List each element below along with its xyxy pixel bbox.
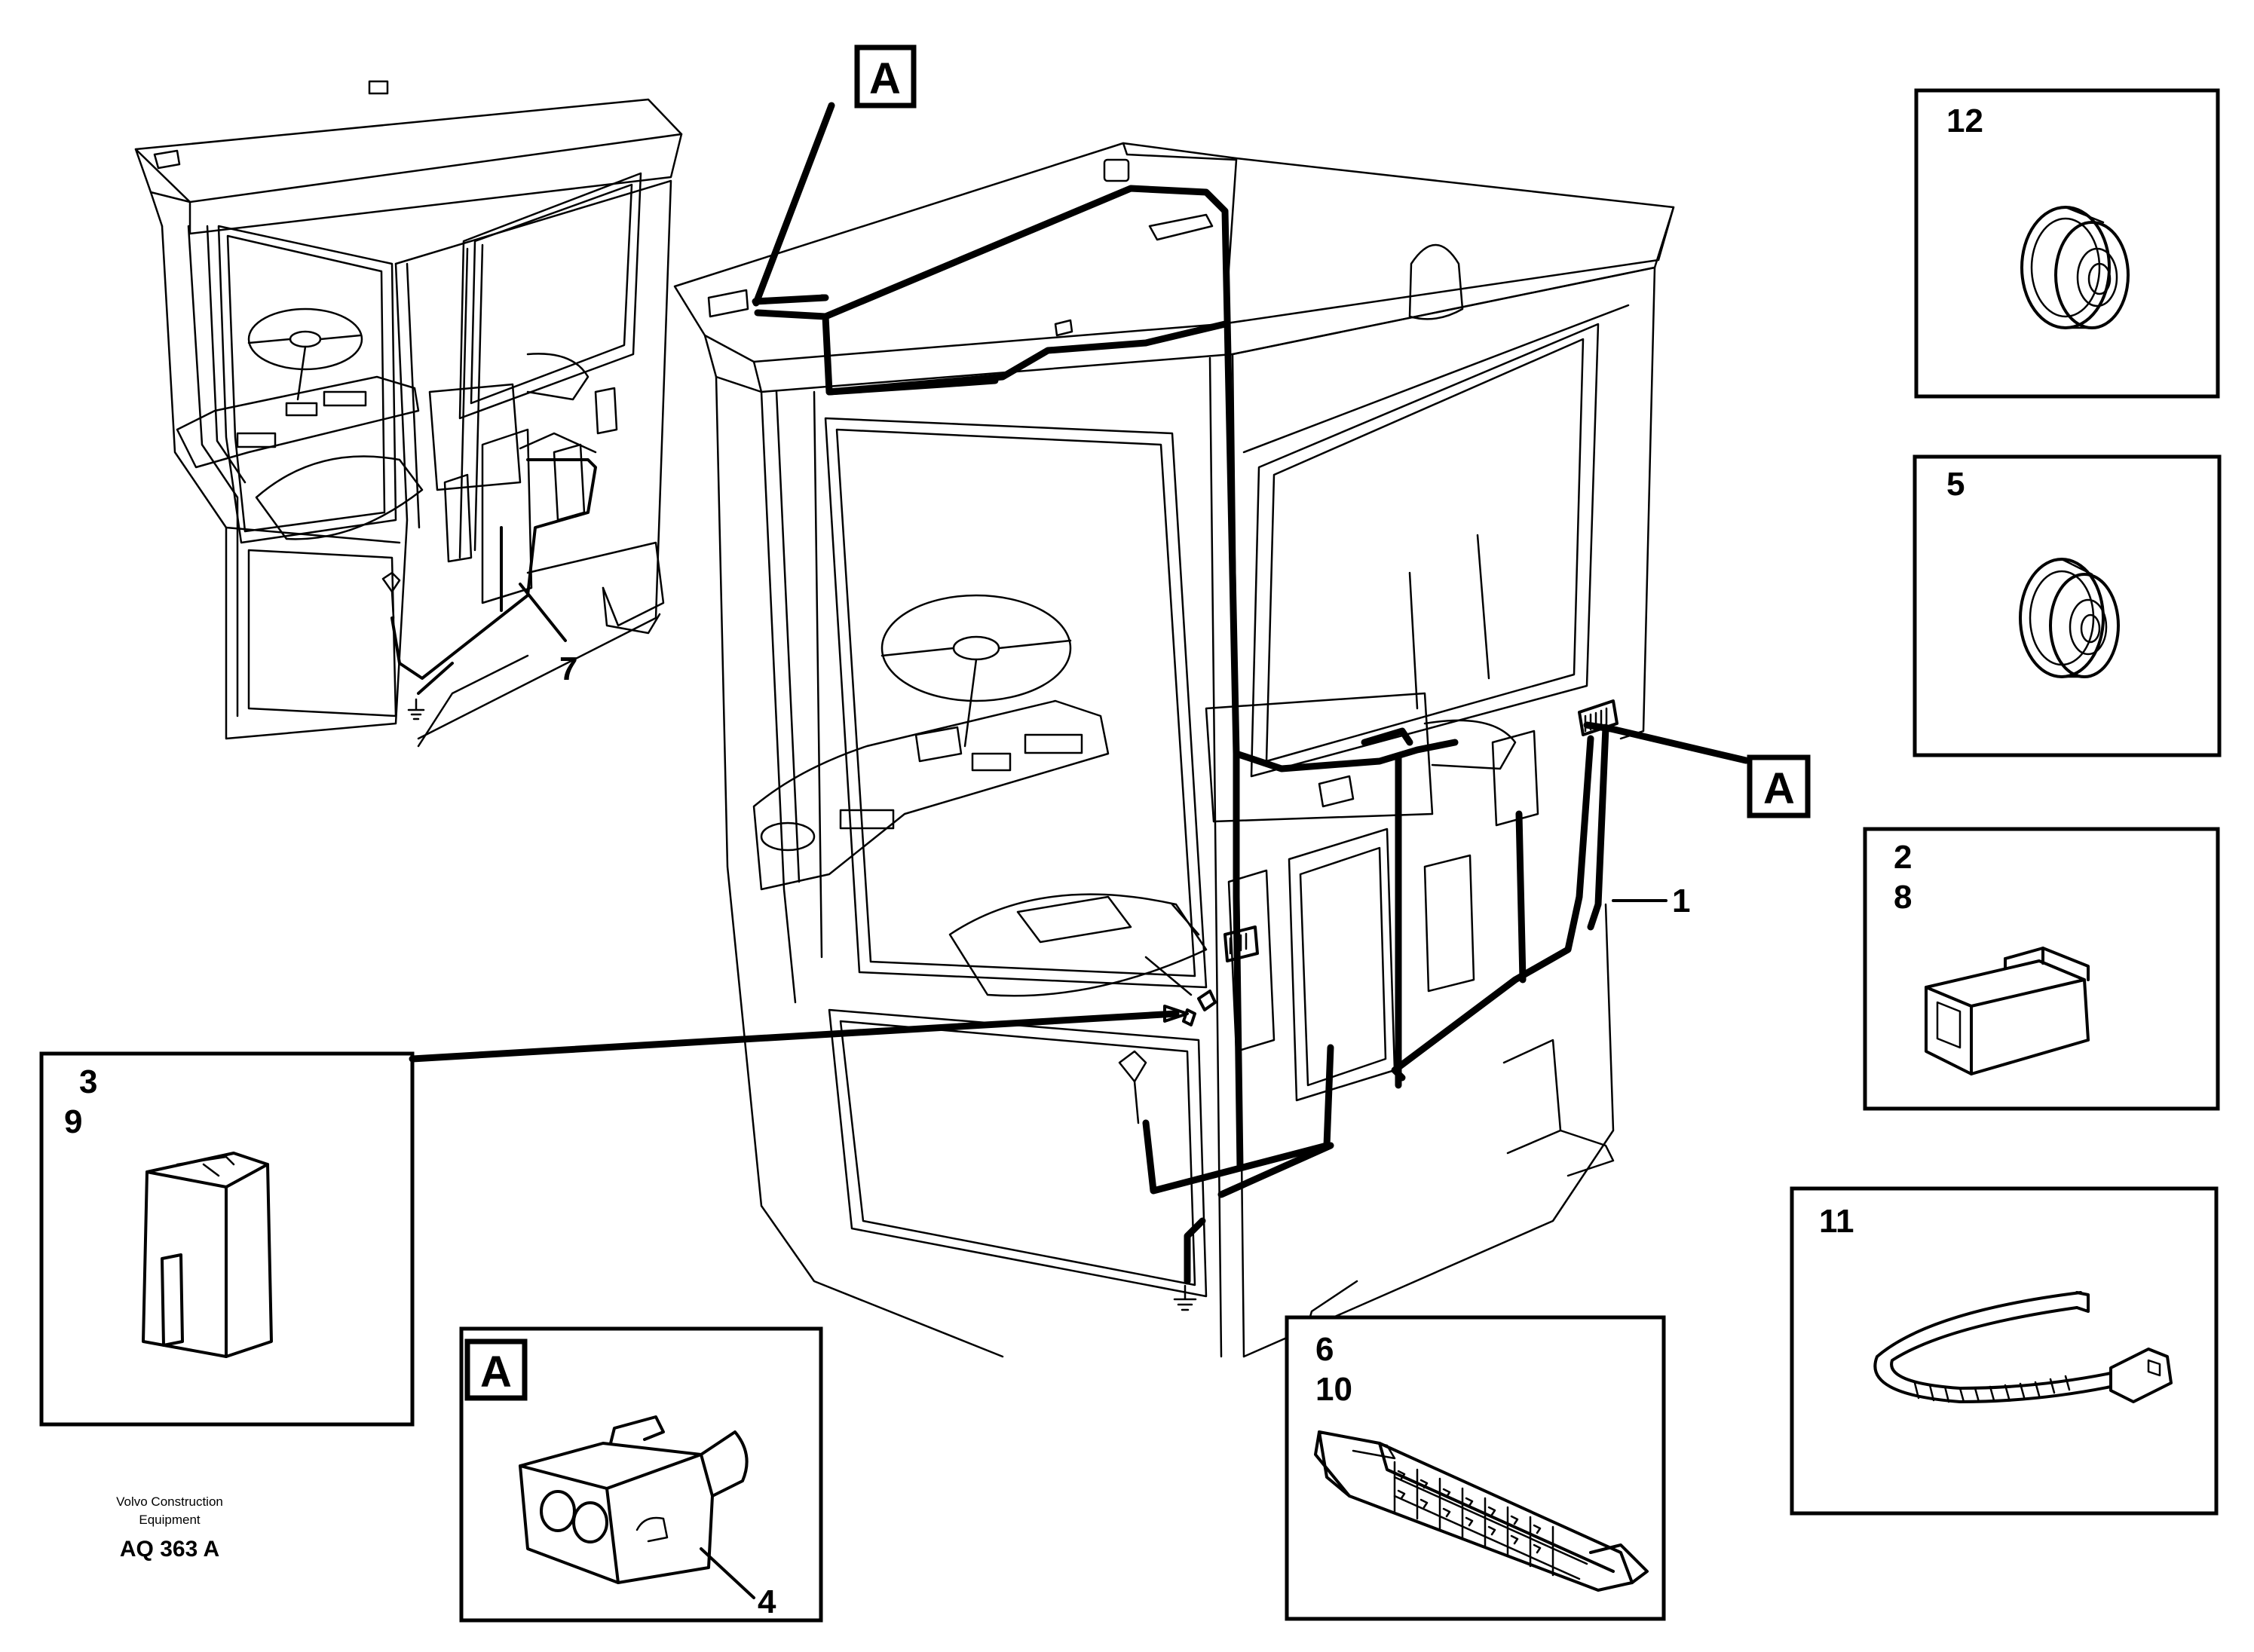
small-cab-illustration: 7 [134,80,683,748]
detail-box-2-number: 2 [1894,839,1912,876]
part-number-4: 4 [758,1583,776,1620]
detail-box-2-8: 2 8 [1863,827,2220,1111]
part-number-7: 7 [559,650,577,687]
plug-connector-icon [1925,947,2090,1075]
detail-box-6-number: 6 [1315,1331,1334,1368]
detail-box-a-4: A 4 [459,1326,823,1623]
detail-box-11: 11 [1790,1186,2219,1516]
cable-tie-icon [1873,1291,2173,1403]
detail-box-10-number: 10 [1315,1371,1352,1408]
detail-box-8-number: 8 [1894,879,1912,916]
multi-pin-connector-icon [1314,1430,1649,1592]
detail-box-5-number: 5 [1946,466,1965,503]
detail-box-3-9: 3 9 [39,1005,1189,1427]
grommet-icon [2020,206,2130,329]
detail-box-5: 5 [1913,454,2222,757]
detail-box-9-number: 9 [64,1103,82,1140]
publisher-footer: Volvo Construction Equipment AQ 363 A [116,1494,223,1562]
drawing-reference: AQ 363 A [120,1537,219,1562]
grommet-icon [2019,558,2120,678]
callout-a-right-label: A [1763,764,1795,813]
detail-box-3-number: 3 [79,1063,97,1100]
company-name-line1: Volvo Construction [116,1494,223,1509]
detail-box-12: 12 [1914,88,2220,399]
callout-a-top: A [752,44,917,307]
detail-box-a-label: A [480,1348,512,1397]
part-number-1: 1 [1672,883,1690,919]
cover-cap-icon [142,1152,273,1358]
detail-box-11-number: 11 [1819,1203,1854,1240]
callout-a-top-label: A [869,54,901,103]
callout-a-right: A [1583,721,1811,818]
main-cab-illustration: 1 [673,142,1690,1366]
detail-box-12-number: 12 [1946,102,1983,139]
company-name-line2: Equipment [139,1513,201,1527]
twin-socket-connector-icon [519,1415,755,1599]
detail-box-6-10: 6 10 [1285,1315,1666,1621]
